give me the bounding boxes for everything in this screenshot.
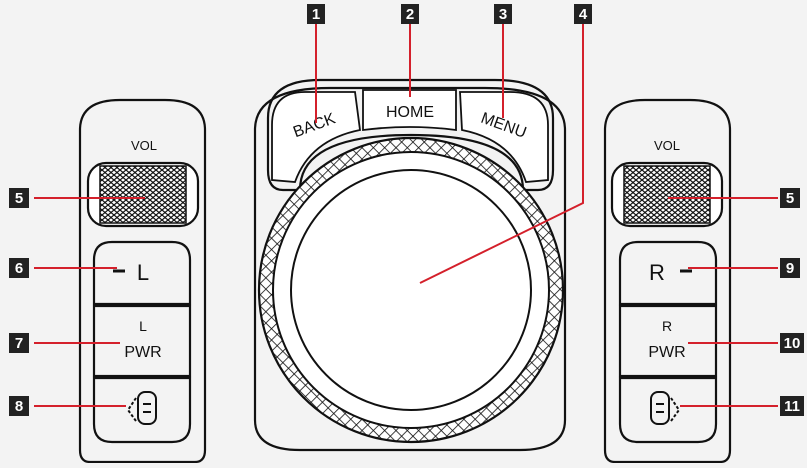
right-pwr-label-line2: PWR: [648, 344, 685, 361]
callout-3: 3: [494, 4, 512, 24]
left-volume-wheel[interactable]: [86, 161, 200, 228]
left-panel-housing: [78, 98, 207, 464]
callout-11: 11: [780, 396, 804, 416]
callout-9-number: 9: [786, 260, 794, 277]
right-panel-housing: [603, 98, 732, 464]
callout-6: 6: [9, 258, 29, 278]
back-button[interactable]: BACK: [271, 91, 362, 183]
callout-8-number: 8: [15, 398, 23, 415]
center-housing: [253, 86, 567, 452]
right-pwr-label-line1: R: [662, 318, 672, 334]
callout-5-right: 5: [780, 188, 800, 208]
callout-6-number: 6: [15, 260, 23, 277]
left-panel: VOL L L PWR: [78, 98, 207, 464]
callout-4: 4: [574, 4, 592, 24]
center-unit: BACK HOME MENU: [253, 78, 567, 452]
menu-button[interactable]: MENU: [459, 91, 549, 183]
leader-lines: [34, 24, 778, 407]
callout-4-number: 4: [579, 6, 588, 23]
callout-7-number: 7: [15, 335, 23, 352]
callout-10: 10: [780, 333, 804, 353]
left-l-button[interactable]: L: [92, 240, 192, 306]
leader-line-4: [419, 24, 584, 284]
left-pwr-button[interactable]: L PWR: [92, 304, 192, 378]
callout-3-number: 3: [499, 6, 507, 23]
seat-recline-left-icon: [126, 391, 157, 425]
callout-11-number: 11: [784, 398, 800, 415]
callout-5-left-number: 5: [15, 190, 23, 207]
right-pwr-button[interactable]: R PWR: [618, 304, 718, 378]
right-volume-wheel[interactable]: [610, 161, 724, 228]
callout-2-number: 2: [406, 6, 414, 23]
right-r-label: R: [649, 260, 665, 285]
right-vol-label: VOL: [654, 138, 680, 153]
right-r-button[interactable]: R: [618, 240, 718, 306]
callout-8: 8: [9, 396, 29, 416]
right-seat-button[interactable]: [618, 376, 718, 444]
left-l-label: L: [137, 260, 149, 285]
left-pwr-label-line2: PWR: [124, 344, 161, 361]
callout-2: 2: [401, 4, 419, 24]
callout-5-left: 5: [9, 188, 29, 208]
commander-knob[interactable]: [257, 136, 565, 444]
left-seat-button[interactable]: [92, 376, 192, 444]
callout-5-right-number: 5: [786, 190, 794, 207]
callout-1-number: 1: [312, 6, 320, 23]
home-button[interactable]: HOME: [362, 89, 457, 132]
callout-9: 9: [780, 258, 800, 278]
left-pwr-label-line1: L: [139, 318, 147, 334]
seat-recline-right-icon: [650, 391, 681, 425]
left-vol-label: VOL: [131, 138, 157, 153]
callout-10-number: 10: [784, 335, 801, 352]
home-label: HOME: [386, 104, 434, 121]
callout-7: 7: [9, 333, 29, 353]
callout-1: 1: [307, 4, 325, 24]
right-panel: VOL R R PWR: [603, 98, 732, 464]
